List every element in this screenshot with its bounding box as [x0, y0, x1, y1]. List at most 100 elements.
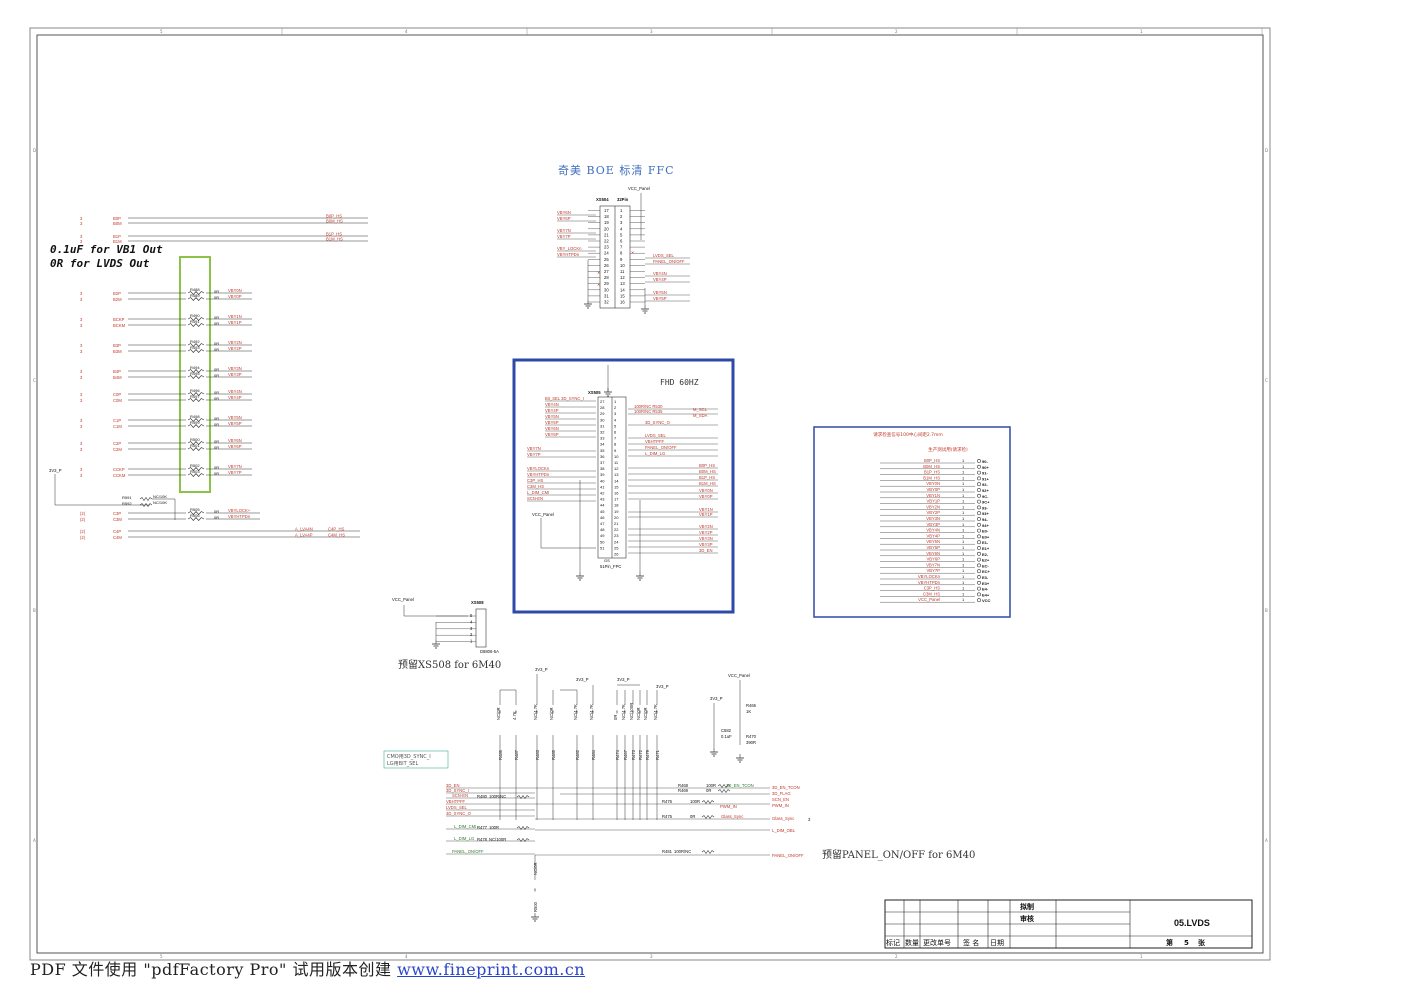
net-label: NC/0R — [643, 707, 648, 720]
tb-sheet-prefix: 第 — [1166, 938, 1173, 947]
net-label: C582 — [721, 728, 732, 733]
net-label: VBY5N — [228, 415, 242, 420]
net-label: NC/10K — [153, 494, 167, 499]
net-label: R470 — [746, 734, 757, 739]
net-label: C3M_HS — [527, 484, 544, 489]
net-label: 9 — [620, 257, 623, 262]
net-label: 28 — [600, 405, 605, 410]
net-label: C4P — [113, 529, 121, 534]
net-label: 92+ — [982, 488, 989, 493]
net-label: Glass_Sync — [721, 814, 743, 819]
net-label: 16 — [614, 491, 619, 496]
frame-column-marker: 3 — [650, 954, 653, 959]
net-label: 3 — [80, 424, 83, 429]
net-label: 3 — [80, 234, 83, 239]
net-label: 3 — [80, 473, 83, 478]
net-label: VBY0N — [926, 481, 940, 486]
net-label: 1 — [962, 487, 965, 492]
net-label: 20 — [604, 226, 609, 231]
net-label: VBY3N — [699, 536, 713, 541]
net-label: R468 — [678, 783, 689, 788]
net-label: VBY6P — [545, 432, 559, 437]
net-label: E3- — [982, 575, 989, 580]
net-label: B0P_HS — [326, 214, 342, 219]
net-label: 21 — [614, 521, 619, 526]
cmo-note-1: CMO用3D_SYNC_I — [387, 754, 431, 760]
net-label: R491 — [190, 319, 200, 324]
net-label: 4.7K — [512, 711, 517, 720]
net-label: C2P — [113, 441, 121, 446]
net-label: 20 — [614, 515, 619, 520]
net-label: EC- — [982, 563, 990, 568]
net-label: 0R — [214, 509, 219, 514]
net-label: Glass_Sync — [772, 816, 794, 821]
frame-column-marker: 2 — [895, 29, 898, 34]
test-title: 请求检查信号100中心间距2.7mm — [873, 431, 943, 438]
net-label: 3V3_P — [617, 677, 630, 682]
net-label: VBY2N — [699, 524, 713, 529]
net-label: 0R — [214, 422, 219, 427]
net-label: VCC_Panel — [918, 597, 940, 602]
net-label: 3 — [808, 817, 811, 822]
net-label: L_DIM_OBL — [772, 828, 796, 833]
net-label: 43 — [600, 497, 605, 502]
net-label: 1 — [962, 499, 965, 504]
net-label: 2 — [620, 214, 623, 219]
net-label: 0R — [214, 471, 219, 476]
net-label: VBHTPFF — [446, 799, 466, 804]
net-label: 100R — [706, 783, 716, 788]
test-point-pad — [977, 563, 981, 568]
net-label: B0M — [113, 221, 122, 226]
net-label: R494 — [190, 365, 200, 370]
net-label: 3 — [80, 291, 83, 296]
net-label: L_DIM_CMI — [454, 824, 476, 829]
net-label: VBY5P — [545, 420, 559, 425]
net-label: 10 — [620, 263, 625, 268]
net-label: NC/4.7K — [589, 704, 594, 720]
net-label: VBY7P — [527, 452, 541, 457]
net-label: 3 — [80, 323, 83, 328]
xs508-body — [475, 608, 487, 648]
net-label: R506 — [190, 513, 200, 518]
net-label: 1 — [470, 639, 473, 644]
net-label: 2 — [614, 405, 617, 410]
test-point-pad — [977, 482, 981, 487]
net-label: VBYHTPDn — [557, 252, 580, 257]
net-label: R496 — [190, 388, 200, 393]
test-point-pad — [977, 488, 981, 492]
net-label: 9C+ — [982, 500, 990, 505]
net-label: 39 — [600, 472, 605, 477]
net-label: 12 — [620, 275, 625, 280]
net-label: VBY7P — [926, 568, 940, 573]
net-label: M_SDA — [693, 413, 708, 418]
frame-column-marker: 5 — [160, 29, 163, 34]
net-label: VBY7P — [228, 470, 242, 475]
net-label: VCC_Panel — [628, 186, 650, 191]
net-label: B4P — [113, 369, 121, 374]
footer-link[interactable]: www.fineprint.com.cn — [397, 960, 586, 979]
net-label: R499 — [190, 420, 200, 425]
net-label: 3D_SYNC_O — [645, 420, 671, 425]
cmo-note-2: LG用BIT_SEL — [387, 761, 418, 767]
net-label: C2M — [113, 447, 122, 452]
resistor-symbol — [187, 473, 205, 477]
net-label: L_DIM_LG — [645, 451, 665, 456]
resistor-symbol — [187, 441, 205, 445]
net-label: VBY0N — [699, 488, 713, 493]
net-label: 9C- — [982, 494, 989, 499]
test-point-pad — [977, 580, 981, 585]
net-label: 1 — [614, 399, 617, 404]
net-label: 3D_SYNC_I — [446, 788, 469, 793]
net-label: 1 — [962, 545, 965, 550]
net-label: 93+ — [982, 511, 989, 516]
net-label: (2) — [80, 529, 86, 534]
net-label: VBY5N — [653, 290, 667, 295]
net-label: VBYHTPDn — [228, 514, 251, 519]
resistor-symbol — [717, 788, 731, 794]
frame-row-marker: C — [1265, 378, 1268, 383]
tb-h5: 日期 — [990, 939, 1004, 947]
frame-column-marker: 5 — [160, 954, 163, 959]
net-label: 44 — [600, 503, 605, 508]
